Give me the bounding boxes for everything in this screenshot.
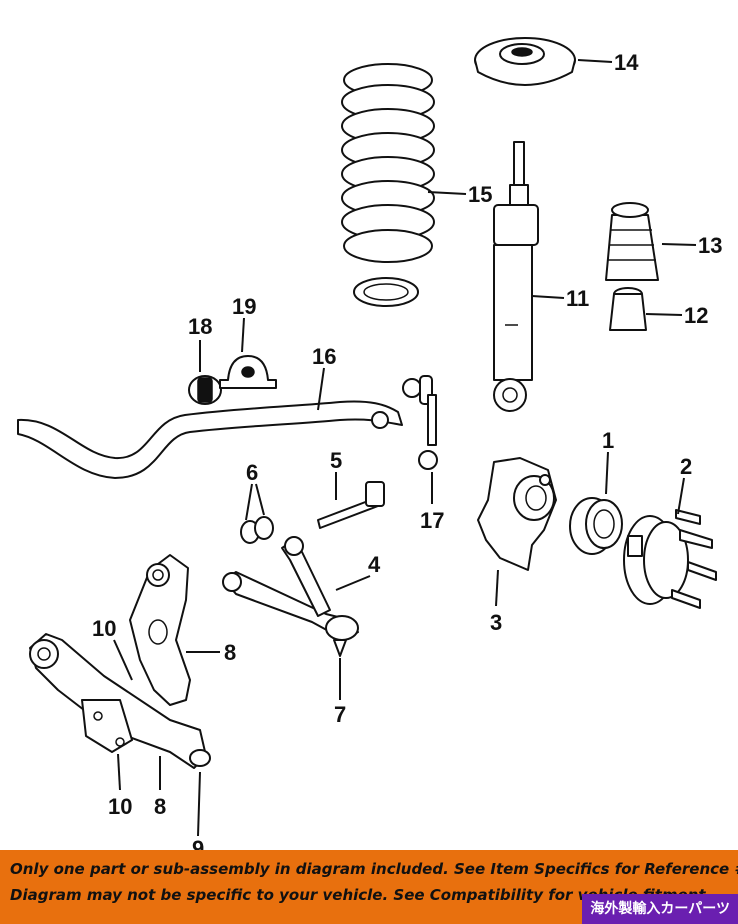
bushing-part [188, 375, 222, 405]
callout-10a: 10 [92, 616, 116, 641]
callout-4: 4 [368, 552, 381, 577]
upper-control-arm-part [222, 536, 359, 641]
leader-9 [197, 771, 201, 837]
disclaimer-line-1: Only one part or sub-assembly in diagram… [10, 860, 738, 878]
bump-boot-part [605, 202, 659, 281]
callout-8a: 8 [224, 640, 236, 665]
disclaimer-line-2: Diagram may not be specific to your vehi… [10, 886, 712, 904]
lower-arm-bracket-part [129, 554, 191, 706]
leader-6a [245, 483, 253, 521]
callout-8b: 8 [154, 794, 166, 819]
arm-bushings-part [240, 516, 274, 544]
callout-17: 17 [420, 508, 444, 533]
callout-10b: 10 [108, 794, 132, 819]
leader-3 [495, 569, 499, 607]
lower-control-arm-part [29, 633, 211, 769]
leader-4 [335, 575, 371, 591]
stabilizer-bar-part [17, 400, 403, 479]
leader-1 [605, 451, 609, 495]
shock-absorber-part [493, 141, 539, 412]
callout-1: 1 [602, 428, 614, 453]
leader-10b [117, 753, 121, 791]
callout-11: 11 [566, 286, 589, 311]
callout-13: 13 [698, 233, 722, 258]
callout-5: 5 [330, 448, 342, 473]
callout-19: 19 [232, 294, 256, 319]
bump-stop-part [609, 287, 647, 331]
stabilizer-link-part [402, 375, 438, 470]
coil-spring-part [341, 63, 435, 307]
leader-15 [427, 191, 467, 195]
callout-18: 18 [188, 314, 212, 339]
leader-14 [577, 59, 613, 63]
callout-3: 3 [490, 610, 502, 635]
callout-7: 7 [334, 702, 346, 727]
callout-14: 14 [614, 50, 639, 75]
watermark-badge: 海外製輸入カーパーツ [582, 894, 738, 924]
bushing-clamp-part [219, 355, 277, 389]
wheel-bearing-part [569, 497, 623, 555]
leader-12 [645, 313, 683, 316]
leader-2 [677, 477, 685, 515]
steering-knuckle-part [477, 457, 557, 571]
wheel-hub-part [623, 509, 717, 609]
leader-11 [531, 295, 565, 299]
leader-16 [317, 367, 325, 411]
leader-13 [661, 243, 697, 246]
callout-2: 2 [680, 454, 692, 479]
callout-16: 16 [312, 344, 336, 369]
bolt-part [317, 481, 385, 529]
leader-6b [255, 483, 265, 516]
leader-19 [241, 317, 245, 353]
ball-joint-part [333, 639, 347, 657]
callout-12: 12 [684, 303, 708, 328]
callout-6: 6 [246, 460, 258, 485]
callout-15: 15 [468, 182, 492, 207]
leader-10a [113, 639, 133, 681]
strut-mount-part [474, 37, 576, 86]
